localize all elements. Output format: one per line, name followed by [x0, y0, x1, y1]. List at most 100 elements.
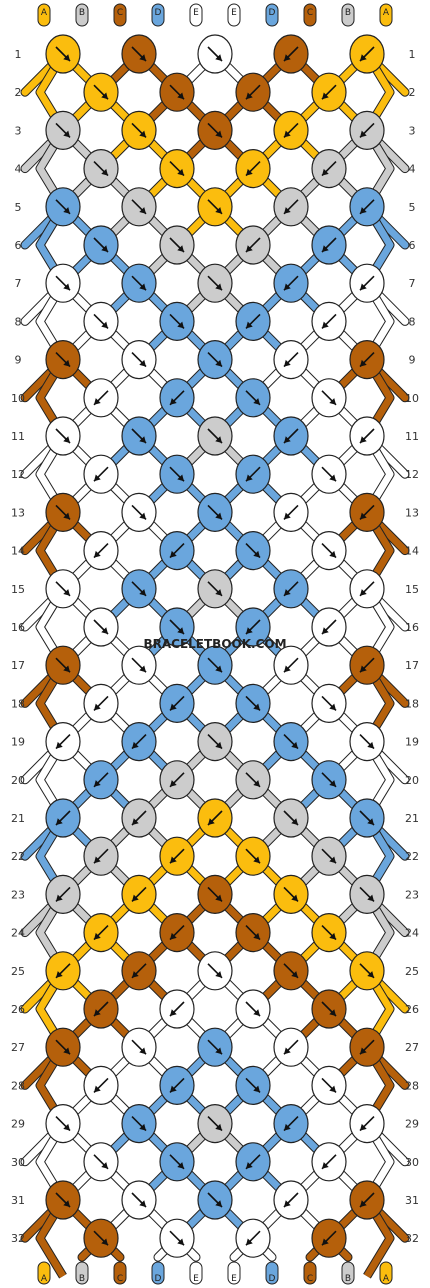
knot: [273, 492, 309, 533]
arrowhead-icon: [177, 321, 184, 329]
arrowhead-icon: [284, 436, 291, 443]
row-number-left: 5: [15, 201, 22, 214]
arrowhead-icon: [253, 703, 260, 711]
bottom-strand: [265, 1261, 279, 1285]
arrowhead-icon: [177, 1162, 184, 1169]
knot: [311, 683, 347, 724]
knot: [197, 569, 233, 609]
arrowhead-icon: [132, 971, 139, 978]
bottom-strand-label: E: [231, 1274, 237, 1284]
arrowhead-icon: [215, 207, 222, 214]
arrowhead-icon: [94, 1009, 101, 1016]
knot: [273, 645, 309, 685]
knot: [235, 1142, 271, 1182]
arrowhead-icon: [360, 436, 367, 443]
arrowhead-icon: [94, 856, 101, 864]
arrowhead-icon: [208, 818, 215, 825]
arrowhead-icon: [63, 1200, 70, 1207]
arrowhead-icon: [253, 780, 260, 787]
row-number-left: 14: [11, 545, 25, 558]
arrowhead-icon: [329, 550, 336, 558]
knot: [235, 836, 271, 876]
arrowhead-icon: [215, 436, 222, 443]
knot: [159, 530, 195, 571]
knot: [121, 1103, 157, 1144]
top-strand-label: D: [155, 8, 162, 18]
top-strand-label: C: [307, 8, 313, 18]
knot: [349, 1103, 385, 1144]
row-number-right: 13: [405, 506, 419, 519]
row-number-left: 31: [11, 1194, 25, 1207]
row-number-left: 30: [11, 1156, 25, 1169]
knot: [159, 989, 195, 1029]
row-number-left: 25: [11, 965, 25, 978]
top-strand-label: C: [117, 8, 123, 18]
row-number-right: 9: [409, 354, 416, 367]
knot: [83, 149, 119, 189]
knot: [349, 874, 385, 915]
knot: [45, 721, 81, 762]
row-number-left: 3: [15, 124, 22, 137]
knot: [197, 1180, 233, 1220]
knot: [311, 1218, 347, 1258]
knot: [235, 72, 271, 112]
arrowhead-icon: [246, 92, 253, 100]
arrowhead-icon: [215, 971, 222, 978]
knot: [311, 378, 347, 418]
knot: [273, 1180, 309, 1220]
arrowhead-icon: [284, 1123, 291, 1131]
knot: [45, 645, 81, 685]
row-number-right: 25: [405, 965, 419, 978]
arrowhead-icon: [56, 971, 63, 978]
knot: [159, 72, 195, 112]
top-strand: [75, 3, 89, 27]
arrowhead-icon: [246, 168, 253, 176]
row-number-right: 14: [405, 545, 419, 558]
arrowhead-icon: [367, 894, 374, 902]
knot: [235, 225, 271, 265]
arrowhead-icon: [63, 130, 70, 138]
arrowhead-icon: [291, 741, 298, 749]
arrowhead-icon: [284, 589, 291, 596]
row-number-right: 11: [405, 430, 419, 443]
watermark: BRACELETBOOK.COM: [143, 637, 286, 651]
knot: [197, 340, 233, 380]
arrowhead-icon: [101, 627, 108, 634]
arrowhead-icon: [177, 1238, 184, 1246]
top-strand: [341, 3, 355, 27]
knot: [159, 607, 195, 647]
top-strand-label: B: [79, 8, 85, 18]
row-number-left: 17: [11, 659, 25, 672]
arrowhead-icon: [94, 398, 101, 405]
top-strand-label: D: [269, 8, 276, 18]
knot: [235, 301, 271, 341]
row-number-left: 26: [11, 1003, 25, 1016]
arrowhead-icon: [253, 550, 260, 558]
arrowhead-icon: [170, 856, 177, 864]
knot: [83, 912, 119, 953]
row-number-left: 4: [15, 163, 22, 176]
knot: [235, 1065, 271, 1106]
arrowhead-icon: [322, 627, 329, 634]
row-number-right: 21: [405, 812, 419, 825]
knot: [83, 1065, 119, 1106]
knot: [159, 836, 195, 876]
knot: [45, 1103, 81, 1144]
knot: [311, 72, 347, 112]
knot: [121, 951, 157, 991]
arrowhead-icon: [284, 1047, 291, 1055]
row-number-left: 19: [11, 736, 25, 749]
arrowhead-icon: [246, 321, 253, 329]
bottom-strand: [227, 1261, 241, 1285]
arrowhead-icon: [215, 589, 222, 596]
knot: [197, 874, 233, 915]
knot: [311, 301, 347, 341]
knot: [83, 683, 119, 724]
arrowhead-icon: [322, 1162, 329, 1169]
arrowhead-icon: [322, 321, 329, 329]
arrowhead-icon: [360, 1047, 367, 1055]
arrowhead-icon: [139, 359, 146, 367]
arrowhead-icon: [329, 398, 336, 405]
row-number-left: 29: [11, 1118, 25, 1131]
arrowhead-icon: [63, 1123, 70, 1131]
